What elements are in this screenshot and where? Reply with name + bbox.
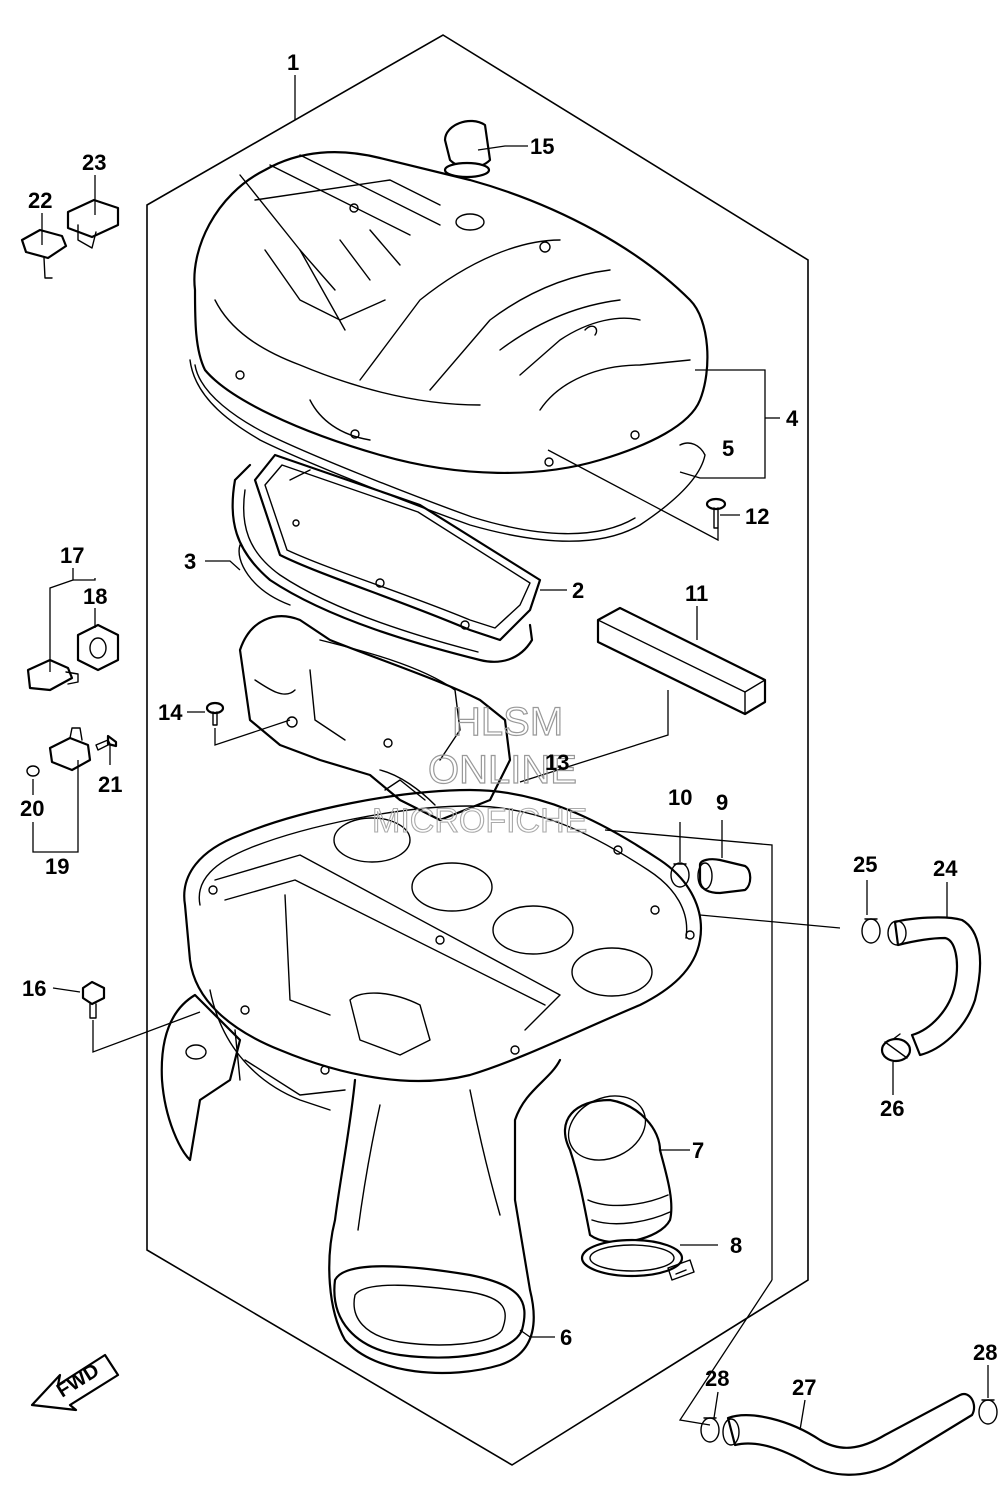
fwd-arrow-icon: FWD xyxy=(30,1353,120,1412)
callout-19: 19 xyxy=(45,854,69,879)
callout-23: 23 xyxy=(82,150,106,175)
callout-7: 7 xyxy=(692,1138,704,1163)
filter-element-part-2 xyxy=(253,453,542,642)
bracket-part-23 xyxy=(66,198,120,249)
callout-10: 10 xyxy=(668,785,692,810)
callout-28-right: 28 xyxy=(973,1340,997,1365)
sensor-part-19 xyxy=(48,727,92,772)
callout-9: 9 xyxy=(716,790,728,815)
oring-part-20 xyxy=(26,765,40,777)
intake-elbow-part-7 xyxy=(563,1095,673,1244)
inlet-cap-part-15 xyxy=(443,119,492,179)
callout-5: 5 xyxy=(722,436,734,461)
watermark-line-1: HLSM xyxy=(452,700,563,744)
watermark-line-2: ONLINE xyxy=(428,748,577,792)
clip-part-10 xyxy=(670,862,690,888)
callout-16: 16 xyxy=(22,976,46,1001)
hose-part-9 xyxy=(697,858,752,895)
breather-hose-part-24 xyxy=(887,916,982,1057)
clamp-part-26 xyxy=(880,1033,912,1063)
filter-gasket-part-3 xyxy=(231,463,534,663)
clip-part-25 xyxy=(861,918,881,944)
callout-18: 18 xyxy=(83,584,107,609)
callout-20: 20 xyxy=(20,796,44,821)
callout-3: 3 xyxy=(184,549,196,574)
callout-21: 21 xyxy=(98,772,122,797)
screw-part-21 xyxy=(95,734,118,751)
lower-case-part-6 xyxy=(160,788,702,1375)
screw-part-14 xyxy=(205,701,225,726)
callout-14: 14 xyxy=(158,700,183,725)
drain-hose-part-27 xyxy=(722,1392,976,1476)
callout-12: 12 xyxy=(745,504,769,529)
clip-part-28-right xyxy=(978,1399,998,1425)
sensor-part-22 xyxy=(20,228,68,279)
foam-block-part-11 xyxy=(596,606,767,716)
bolt-part-12 xyxy=(705,497,727,529)
clip-part-28-left xyxy=(700,1417,720,1443)
callout-4: 4 xyxy=(786,406,799,431)
sensor-part-17 xyxy=(26,658,79,692)
upper-cover-part-4 xyxy=(193,151,709,474)
callout-6: 6 xyxy=(560,1325,572,1350)
cover-seal-part-5 xyxy=(189,359,706,542)
callout-22: 22 xyxy=(28,188,52,213)
callout-13: 13 xyxy=(545,750,569,775)
callout-17: 17 xyxy=(60,543,84,568)
callout-labels: 1 2 3 4 5 6 7 8 9 10 11 12 13 14 15 16 1… xyxy=(20,50,997,1400)
callout-28-left: 28 xyxy=(705,1366,729,1391)
watermark-line-3: MICROFICHE xyxy=(372,802,587,840)
clamp-part-8 xyxy=(580,1238,695,1281)
callout-15: 15 xyxy=(530,134,554,159)
watermark: HLSM ONLINE MICROFICHE xyxy=(371,699,587,840)
callout-25: 25 xyxy=(853,852,877,877)
leader-lines xyxy=(32,75,989,1431)
callout-26: 26 xyxy=(880,1096,904,1121)
callout-27: 27 xyxy=(792,1375,816,1400)
holder-part-18 xyxy=(76,623,120,672)
callout-1: 1 xyxy=(287,50,299,75)
callout-24: 24 xyxy=(933,856,958,881)
callout-8: 8 xyxy=(730,1233,742,1258)
callout-11: 11 xyxy=(685,581,708,606)
assembly-frame xyxy=(146,34,809,1466)
callout-2: 2 xyxy=(572,578,584,603)
bolt-part-16 xyxy=(81,980,106,1019)
